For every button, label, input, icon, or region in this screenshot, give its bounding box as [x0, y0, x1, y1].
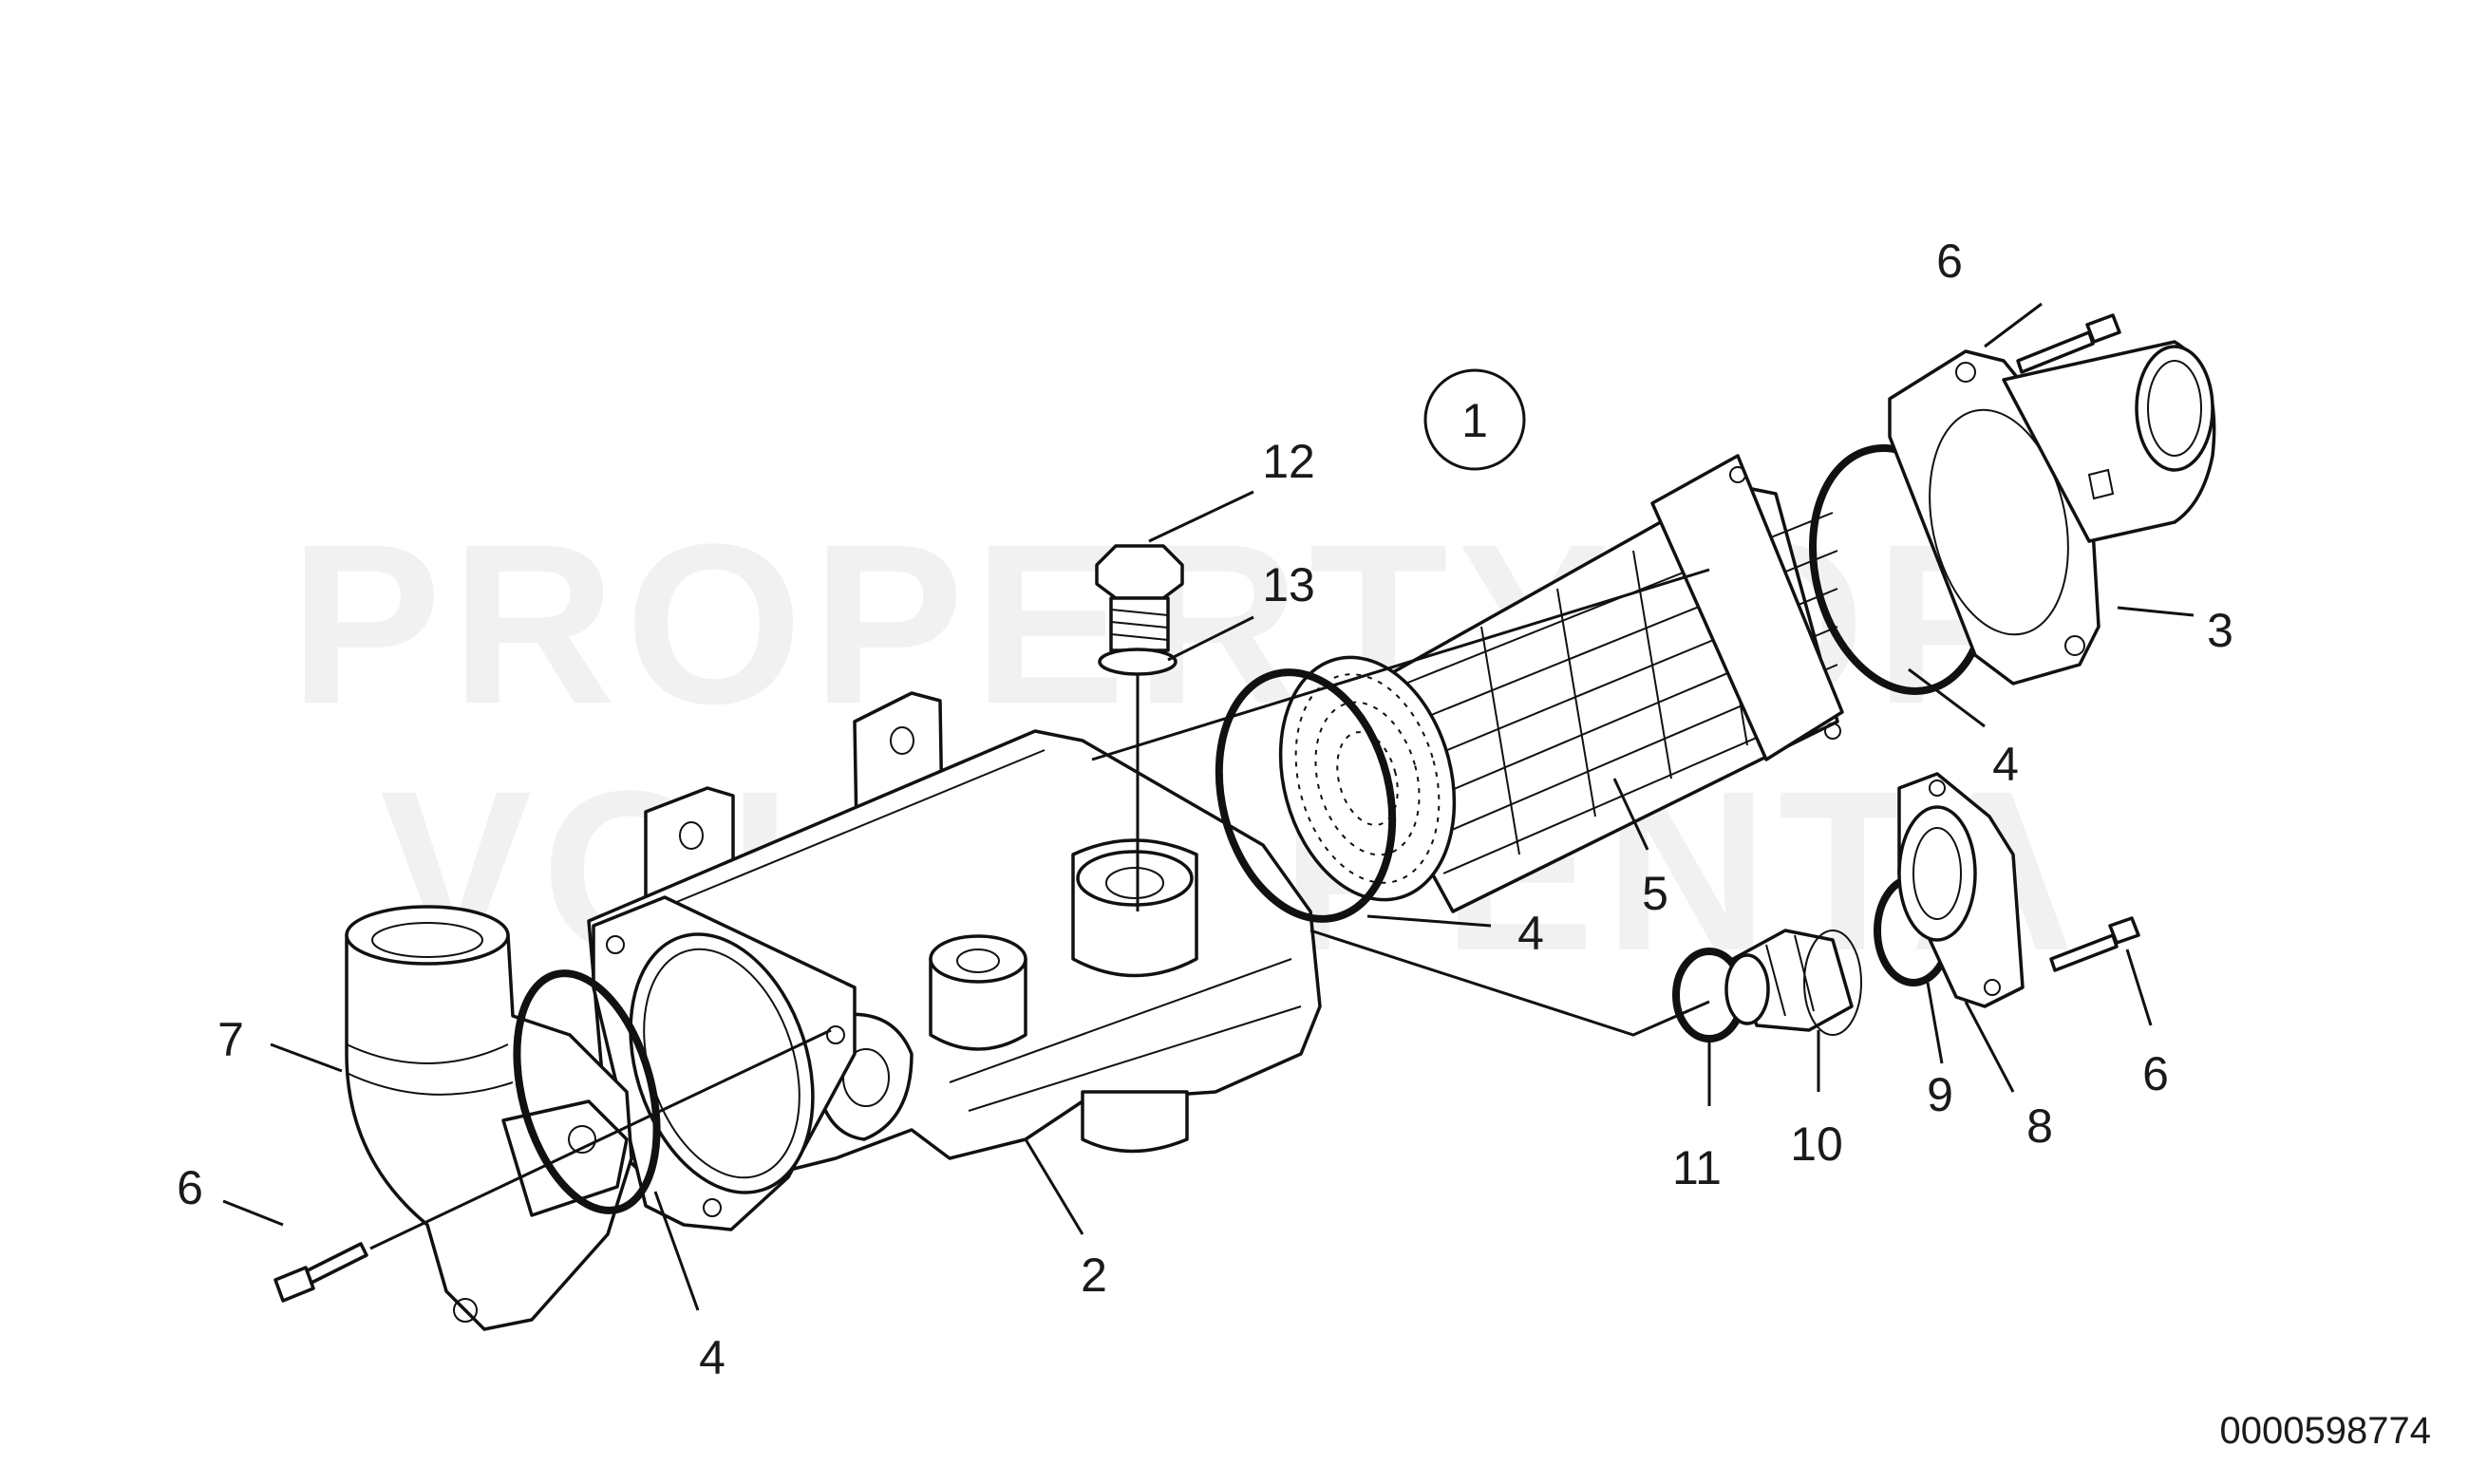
callout-10: 10 — [1790, 1118, 1843, 1171]
leader-lines — [222, 302, 2195, 1311]
drain-plug — [1095, 544, 1184, 652]
assembly-number-badge: 1 — [1423, 368, 1526, 471]
callout-4-middle: 4 — [1517, 907, 1544, 960]
sealing-washer — [1098, 648, 1177, 676]
callout-4-front: 4 — [699, 1331, 725, 1384]
callout-6-top: 6 — [1936, 235, 1963, 288]
callout-4-rear: 4 — [1992, 738, 2019, 791]
callout-2: 2 — [1081, 1249, 1107, 1302]
o-ring-front — [513, 969, 661, 1214]
thermostat — [1724, 929, 1862, 1036]
tube-bundle — [1278, 454, 1844, 913]
callouts: 12 13 6 3 4 5 4 6 11 10 9 8 7 6 2 4 — [177, 235, 2233, 1384]
assembly-number: 1 — [1461, 394, 1488, 447]
callout-11: 11 — [1672, 1141, 1722, 1194]
o-ring-bundle — [1215, 668, 1397, 923]
callout-6-right: 6 — [2142, 1047, 2169, 1100]
screw-left — [273, 1242, 368, 1303]
screw-right — [2049, 916, 2140, 972]
callout-7: 7 — [217, 1013, 244, 1066]
callout-13: 13 — [1262, 558, 1315, 611]
callout-5: 5 — [1642, 867, 1668, 920]
callout-3: 3 — [2207, 604, 2233, 657]
callout-9: 9 — [1927, 1068, 1953, 1121]
screw-top — [2016, 313, 2121, 374]
thermostat-cover — [1897, 772, 2025, 1008]
rear-cover — [1888, 340, 2216, 686]
document-number: 0000598774 — [2220, 1410, 2431, 1452]
callout-12: 12 — [1262, 435, 1315, 488]
callout-8: 8 — [2026, 1099, 2053, 1153]
callout-6-left: 6 — [177, 1161, 203, 1214]
